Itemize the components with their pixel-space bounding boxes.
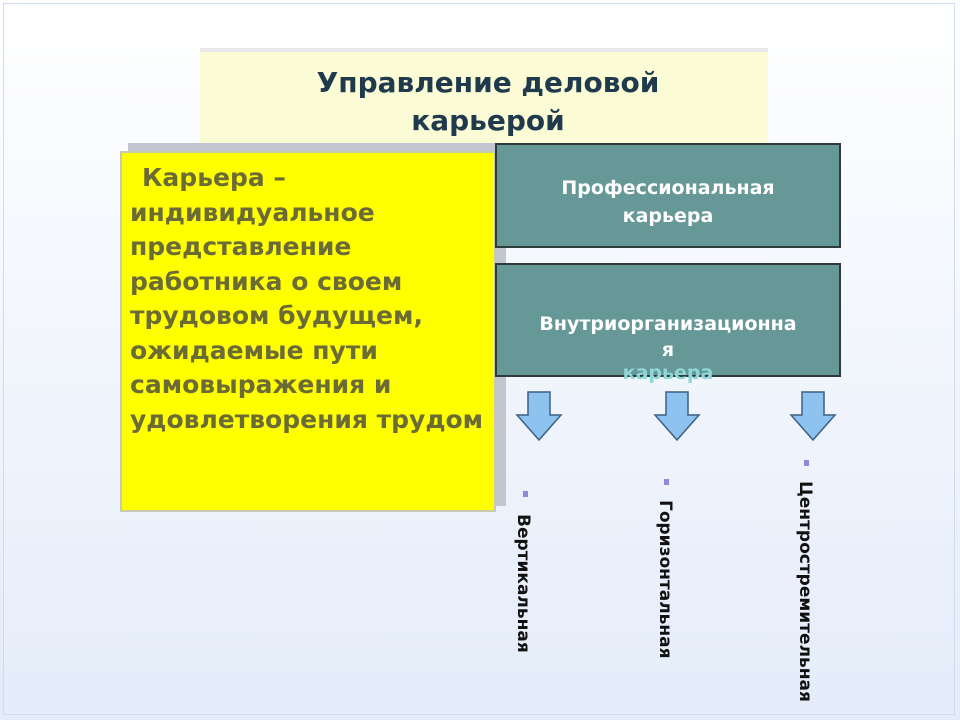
career-type-horizontal: Горизонтальная	[655, 500, 675, 659]
slide-title-line2: карьерой	[411, 104, 565, 137]
square-bullet-icon	[664, 479, 669, 485]
title-box: Управление деловой карьерой	[200, 52, 768, 152]
intraorganizational-career-box: Внутриорганизационна я карьера	[495, 263, 841, 384]
professional-career-line1: Профессиональная	[561, 176, 775, 199]
slide-frame	[3, 3, 955, 715]
professional-career-box: Профессиональная карьера	[495, 143, 841, 248]
down-arrow-icon	[789, 391, 837, 441]
slide-title: Управление деловой карьерой	[268, 64, 708, 140]
down-arrow-icon	[515, 391, 563, 441]
slide-title-line1: Управление деловой	[316, 66, 660, 99]
intraorg-career-line3: карьера	[622, 362, 714, 384]
square-bullet-icon	[804, 460, 809, 466]
intraorg-career-line2: я	[661, 339, 675, 361]
down-arrow-icon	[653, 391, 701, 441]
intraorg-career-line1: Внутриорганизационна	[539, 313, 797, 335]
career-type-vertical: Вертикальная	[513, 514, 533, 653]
square-bullet-icon	[523, 491, 528, 497]
professional-career-line2: карьера	[622, 204, 714, 227]
career-type-centripetal: Центростремительная	[795, 481, 815, 702]
definition-box: Карьера – индивидуальное представление р…	[120, 151, 496, 512]
definition-text: Карьера – индивидуальное представление р…	[130, 163, 484, 434]
